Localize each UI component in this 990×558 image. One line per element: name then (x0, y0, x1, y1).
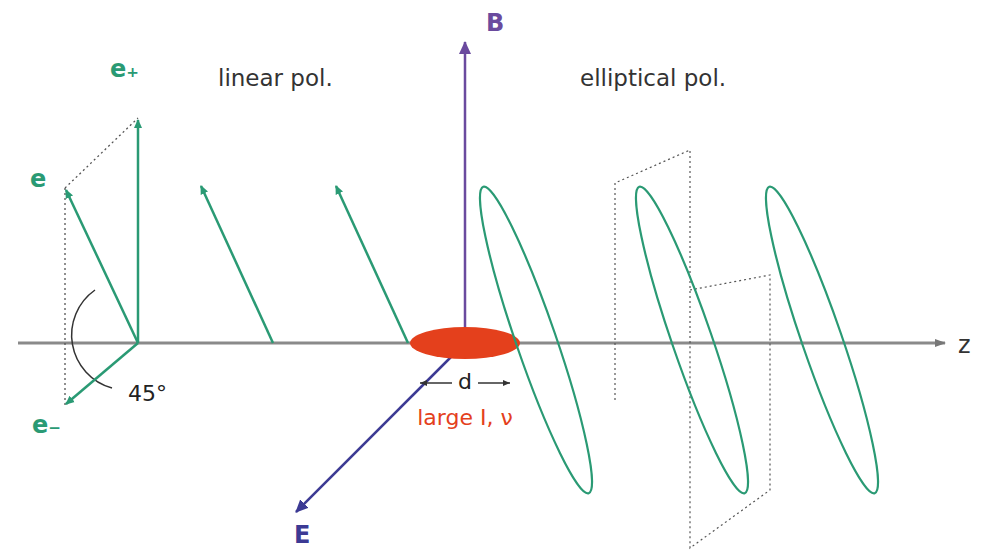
dimension-label: d (458, 370, 472, 394)
vector-label: e (30, 166, 46, 192)
medium-label: large I, ν (417, 406, 513, 430)
guide-lines (65, 118, 138, 405)
angle-label: 45° (128, 382, 167, 406)
vector-label: e₊ (110, 56, 139, 82)
field-label: B (486, 10, 504, 36)
elliptical-polarization (464, 180, 893, 499)
region-label: elliptical pol. (580, 66, 726, 91)
d-arrow (478, 382, 510, 384)
region-label: linear pol. (218, 66, 333, 91)
d-arrow (420, 382, 452, 384)
field-label: E (294, 522, 310, 548)
polarization-vectors (66, 120, 408, 404)
medium (410, 327, 520, 359)
b-field-arrow (464, 42, 467, 343)
angle-arc (72, 290, 112, 388)
axis-label: z (958, 332, 971, 358)
vector-label: e₋ (32, 412, 61, 438)
guide-planes (615, 150, 770, 548)
